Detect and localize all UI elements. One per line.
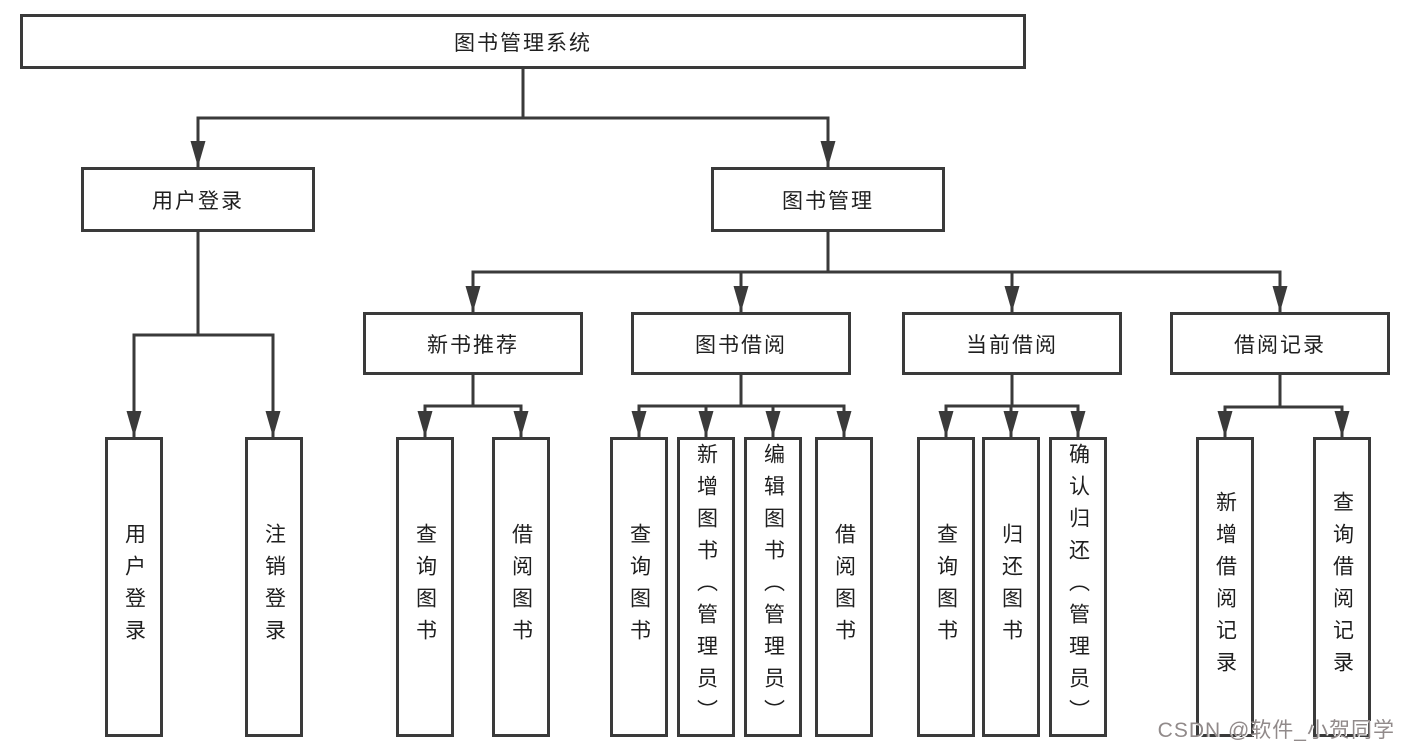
leaf-label: 确认归还（管理员） [1066,443,1090,731]
leaf-query-books-borrow: 查询图书 [610,437,668,737]
leaf-confirm-return-admin: 确认归还（管理员） [1049,437,1107,737]
node-book-borrowing: 图书借阅 [631,312,851,375]
node-library-management-system: 图书管理系统 [20,14,1026,69]
leaf-label: 查询图书 [413,523,437,651]
leaf-label: 查询借阅记录 [1330,491,1354,683]
node-label: 用户登录 [152,189,244,213]
leaf-label: 借阅图书 [832,523,856,651]
leaf-query-books-current: 查询图书 [917,437,975,737]
node-current-borrowing: 当前借阅 [902,312,1122,375]
leaf-return-books: 归还图书 [982,437,1040,737]
leaf-user-login: 用户登录 [105,437,163,737]
node-label: 新书推荐 [427,333,519,357]
leaf-borrow-books: 借阅图书 [815,437,873,737]
node-book-management: 图书管理 [711,167,945,232]
node-label: 图书管理 [782,189,874,213]
leaf-label: 编辑图书（管理员） [761,443,785,731]
node-label: 图书管理系统 [454,31,592,55]
leaf-label: 归还图书 [999,523,1023,651]
leaf-add-books-admin: 新增图书（管理员） [677,437,735,737]
node-borrowing-records: 借阅记录 [1170,312,1390,375]
node-label: 借阅记录 [1234,333,1326,357]
leaf-label: 注销登录 [262,523,286,651]
leaf-query-books-recommend: 查询图书 [396,437,454,737]
node-user-login: 用户登录 [81,167,315,232]
leaf-label: 新增借阅记录 [1213,491,1237,683]
node-label: 当前借阅 [966,333,1058,357]
csdn-watermark: CSDN @软件_小贺同学 [1157,719,1395,742]
node-new-book-recommend: 新书推荐 [363,312,583,375]
leaf-label: 新增图书（管理员） [694,443,718,731]
node-label: 图书借阅 [695,333,787,357]
leaf-label: 查询图书 [934,523,958,651]
leaf-label: 用户登录 [122,523,146,651]
leaf-query-borrow-record: 查询借阅记录 [1313,437,1371,737]
leaf-logout: 注销登录 [245,437,303,737]
leaf-label: 查询图书 [627,523,651,651]
leaf-add-borrow-record: 新增借阅记录 [1196,437,1254,737]
leaf-edit-books-admin: 编辑图书（管理员） [744,437,802,737]
leaf-label: 借阅图书 [509,523,533,651]
leaf-borrow-books-recommend: 借阅图书 [492,437,550,737]
